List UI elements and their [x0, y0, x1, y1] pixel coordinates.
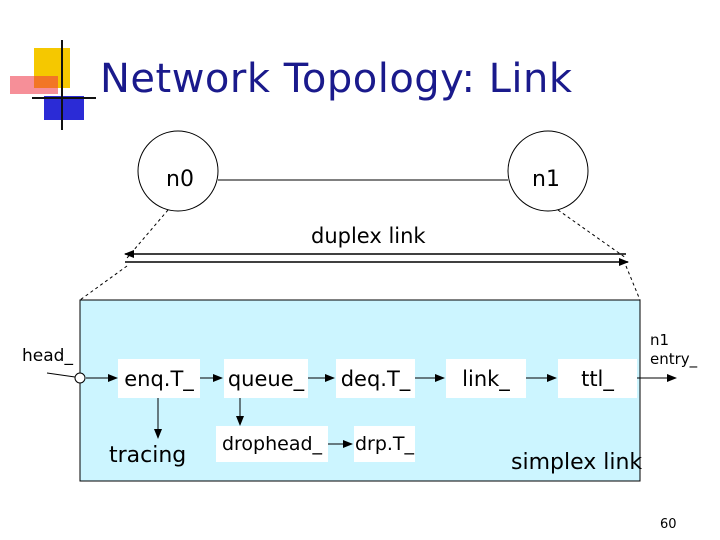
enq-box: enq.T_ [118, 359, 200, 398]
deq-box: deq.T_ [336, 359, 415, 398]
head-port [74, 372, 86, 384]
queue-box: queue_ [224, 359, 308, 398]
node-n1-label: n1 [532, 167, 560, 192]
link-box: link_ [446, 359, 526, 398]
zoom-line-right-top [557, 209, 627, 259]
entry-label-line1: n1 [650, 331, 670, 349]
entry-label-line2: entry_ [650, 350, 698, 368]
node-n0 [137, 130, 219, 212]
head-connector [46, 372, 76, 378]
drp-box: drp.T_ [354, 426, 415, 462]
zoom-line-right-bottom [625, 265, 641, 301]
drophead-box: drophead_ [216, 426, 328, 462]
head-label: head_ [22, 346, 73, 366]
decoration-graphic [10, 40, 96, 130]
entry-label: n1 entry_ [650, 331, 697, 369]
slide-title: Network Topology: Link [100, 56, 573, 102]
duplex-link-label: duplex link [311, 224, 426, 248]
zoom-line-left-bottom [79, 265, 128, 301]
simplex-link-label: simplex link [511, 450, 643, 475]
page-number: 60 [660, 517, 677, 532]
node-n0-label: n0 [166, 167, 194, 192]
ttl-box: ttl_ [558, 359, 637, 398]
tracing-label: tracing [109, 443, 187, 468]
slide-decoration [10, 40, 100, 130]
node-n1 [507, 130, 589, 212]
zoom-line-left-top [126, 209, 169, 259]
